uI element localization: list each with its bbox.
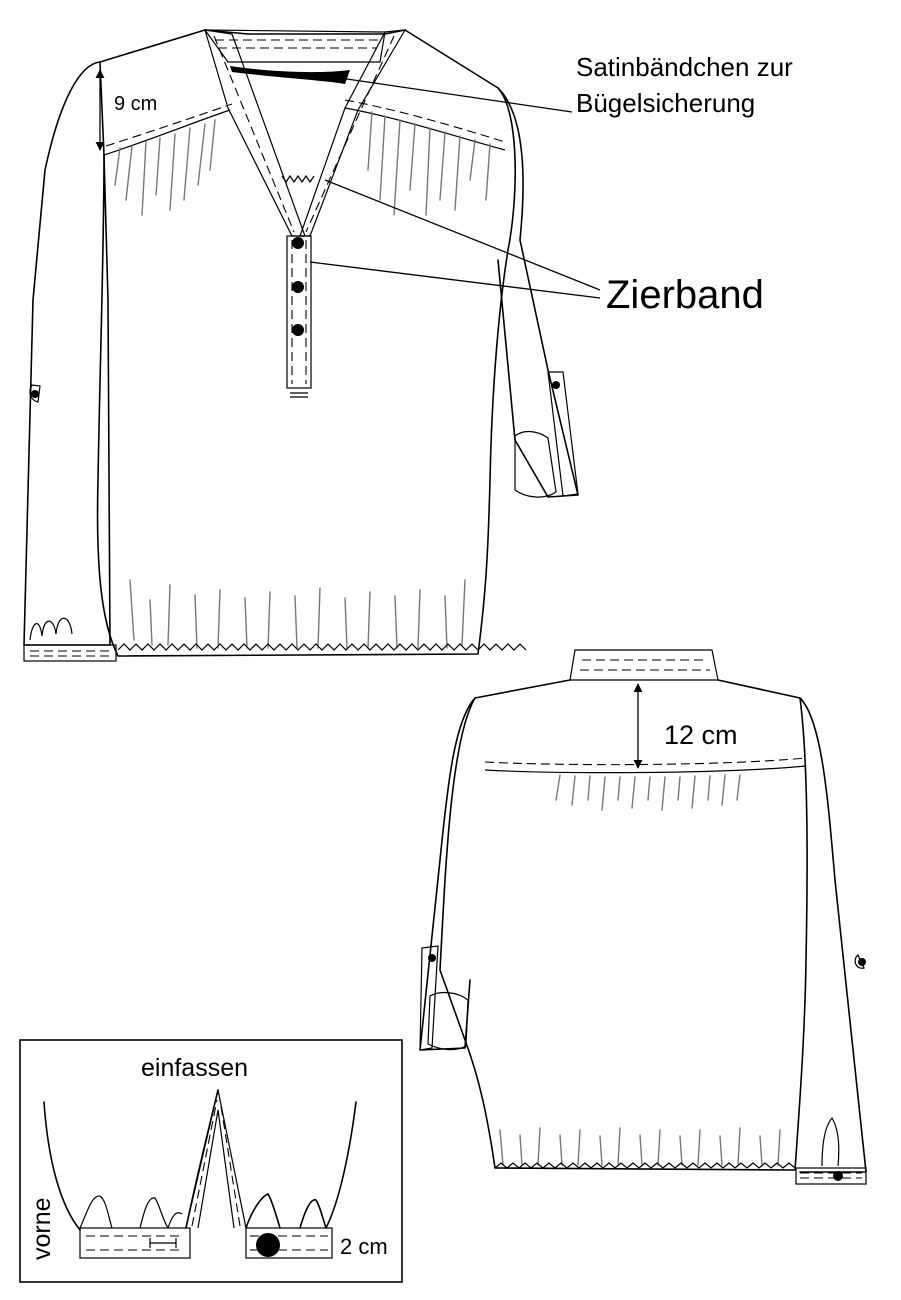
front-yoke-depth-label: 9 cm xyxy=(114,93,157,115)
front-body-outline xyxy=(96,29,516,657)
zierband-leader-1 xyxy=(324,179,601,291)
front-satin-ribbon xyxy=(230,66,350,84)
back-yoke-gathers xyxy=(555,774,741,811)
back-left-sleeve xyxy=(419,697,476,1051)
back-yoke-seam xyxy=(484,765,807,774)
back-collar xyxy=(569,649,719,681)
detail-left-gathers xyxy=(79,1195,183,1229)
back-right-tab xyxy=(854,954,865,969)
front-right-tab-button xyxy=(552,381,560,389)
detail-left-sleeve xyxy=(43,1089,219,1231)
front-left-sleeve-tab xyxy=(29,384,41,403)
detail-right-cuff xyxy=(245,1227,333,1259)
front-right-sleeve xyxy=(497,87,579,498)
back-view: 12 cm xyxy=(419,649,867,1185)
detail-title: einfassen xyxy=(141,1054,248,1082)
satin-ribbon-leader xyxy=(339,77,573,113)
front-button-1 xyxy=(292,237,304,249)
back-yoke-depth-label: 12 cm xyxy=(664,720,738,750)
zierband-leader-2 xyxy=(309,261,601,299)
back-cuff-button xyxy=(833,1171,843,1181)
back-left-sleeve-tab xyxy=(419,945,439,1051)
detail-left-cuff xyxy=(79,1227,191,1259)
front-right-sleeve-tab xyxy=(547,371,579,497)
back-right-sleeve xyxy=(799,697,867,1173)
front-left-sleeve xyxy=(23,61,111,646)
front-left-sleeve-gathers xyxy=(29,617,73,641)
back-body-outline xyxy=(439,679,808,1171)
front-placket-strip xyxy=(286,235,312,389)
front-button-3 xyxy=(292,324,304,336)
satin-ribbon-label-line1: Satinbändchen zur xyxy=(576,52,793,82)
front-hem-gathers xyxy=(117,579,527,651)
front-left-tab-button xyxy=(31,390,39,398)
back-hem-gathers xyxy=(494,1127,796,1169)
front-yoke-gathers xyxy=(114,111,491,216)
back-left-cuff-roll xyxy=(427,991,469,1051)
back-right-cuff xyxy=(795,1167,867,1185)
front-placket-left xyxy=(204,29,306,237)
detail-buttonhole xyxy=(149,1238,177,1248)
back-left-tab-button xyxy=(428,954,436,962)
detail-frame xyxy=(19,1039,403,1283)
front-right-cuff-roll xyxy=(514,430,557,498)
zierband-label: Zierband xyxy=(606,273,764,317)
detail-binding-strip xyxy=(185,1089,247,1229)
detail-cuff-width-label: 2 cm xyxy=(340,1234,388,1259)
detail-side-label: vorne xyxy=(28,1197,56,1260)
cuff-binding-detail: einfassen vorne 2 cm xyxy=(19,1039,403,1283)
front-view: 9 cm Satinbändchen zur Bügelsicherung Zi… xyxy=(23,29,793,662)
back-right-tab-button xyxy=(858,958,866,966)
back-sleeve-placket xyxy=(821,1116,840,1167)
front-button-2 xyxy=(292,281,304,293)
detail-button xyxy=(256,1233,280,1257)
front-left-cuff xyxy=(23,644,117,662)
detail-right-sleeve xyxy=(245,1101,357,1229)
satin-ribbon-label-line2: Bügelsicherung xyxy=(576,88,755,118)
